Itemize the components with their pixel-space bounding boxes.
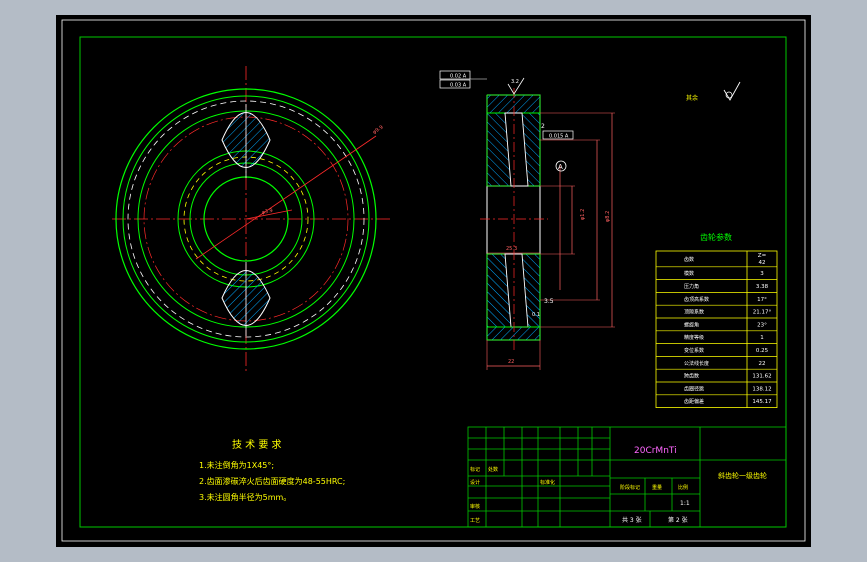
tb-design: 设计: [470, 479, 480, 486]
param-table-title: 齿轮参数: [700, 232, 732, 242]
param-label: 公法线长度: [684, 360, 709, 367]
tb-stage: 阶段标记: [620, 484, 640, 491]
param-value: 21.17°: [753, 310, 772, 316]
tol-frame-label: 0.015 A: [549, 134, 569, 140]
param-value: Z=: [758, 253, 767, 259]
param-label: 跨齿数: [684, 373, 699, 380]
param-label: 齿圈径跳: [684, 385, 704, 392]
width-inner-dim: 25.3: [506, 246, 517, 252]
param-table-frame: [655, 250, 778, 409]
param-label: 模数: [684, 270, 694, 277]
gtol-frame-2: [439, 79, 471, 89]
front-view: [112, 66, 390, 372]
radius-dim: 0.1: [532, 312, 540, 318]
tb-craft: 工艺: [470, 518, 480, 524]
chamfer-dim: 3.5: [544, 298, 554, 305]
gtol-row2: 0.03 A: [450, 83, 467, 89]
front-dia-label: φ9.9: [372, 124, 385, 135]
param-value: 22: [759, 361, 766, 367]
width-total-dim: 22: [508, 359, 514, 365]
inner-frame: [79, 36, 787, 528]
param-table: 齿数 Z=42 模数 3 压力角 3.38 齿顶高系数 17° 顶隙系数 21.17° 螺旋角 23°…: [655, 250, 778, 409]
param-value: 3.38: [756, 284, 769, 290]
outer-border: [61, 19, 806, 542]
param-label: 精度等级: [684, 334, 704, 341]
tb-scale-label: 比例: [678, 484, 688, 491]
param-label: 顶隙系数: [684, 309, 704, 316]
tech-req-item-2: 2.齿面渗碳淬火后齿面硬度为48-55HRC;: [199, 476, 345, 486]
roughness-symbol: [507, 77, 525, 95]
section-view: [480, 88, 615, 370]
gtol-row1: 0.02 A: [450, 74, 467, 80]
param-label: 齿距偏差: [684, 398, 704, 405]
gap-dim: 2: [541, 123, 545, 130]
param-value: 17°: [757, 297, 767, 303]
param-value: 145.17: [752, 399, 772, 405]
title-block: [467, 426, 787, 528]
tb-weight: 重量: [652, 484, 662, 491]
roughness-other-symbol: [723, 81, 741, 101]
tb-count: 处数: [488, 466, 498, 473]
param-label: 齿顶高系数: [684, 296, 709, 303]
param-label: 压力角: [684, 283, 699, 290]
param-value: 0.25: [756, 348, 769, 354]
param-label: 变位系数: [684, 347, 704, 354]
tb-sheet-no: 第 2 张: [668, 516, 688, 524]
param-value: 3: [760, 271, 764, 277]
roughness-other-label: 其余: [686, 94, 698, 102]
drawing-sheet: [56, 15, 811, 547]
roughness-value: 3.2: [511, 79, 519, 85]
param-label: 齿数: [684, 256, 694, 263]
gtol-frame-1: [439, 70, 471, 80]
tech-req-item-3: 3.未注圆角半径为5mm。: [199, 492, 291, 502]
tb-scale: 1:1: [680, 500, 690, 507]
tech-req-item-1: 1.未注倒角为1X45°;: [199, 460, 274, 470]
param-label: 螺旋角: [684, 321, 699, 328]
param-value: 23°: [757, 322, 767, 328]
tb-std: 标准化: [540, 479, 555, 486]
tb-sheet-total: 共 3 张: [622, 516, 642, 524]
material-label: 20CrMnTi: [634, 446, 677, 456]
tech-req-title: 技 术 要 求: [232, 438, 282, 451]
tb-review: 审核: [470, 503, 480, 510]
front-pitch-label: φ3.9: [261, 208, 273, 216]
param-value: 1: [760, 335, 764, 341]
tb-mark: 标记: [470, 466, 480, 473]
part-name: 斜齿轮一级齿轮: [718, 471, 767, 480]
pitch-dia-dim: φ8.2: [605, 211, 611, 222]
param-value: 42: [759, 260, 766, 266]
bore-dim: φ1.2: [580, 209, 586, 220]
datum-symbol: A: [558, 163, 563, 171]
param-value: 131.62: [752, 374, 771, 380]
gtol-frame-3: [542, 130, 574, 140]
param-value: 138.12: [752, 386, 771, 392]
